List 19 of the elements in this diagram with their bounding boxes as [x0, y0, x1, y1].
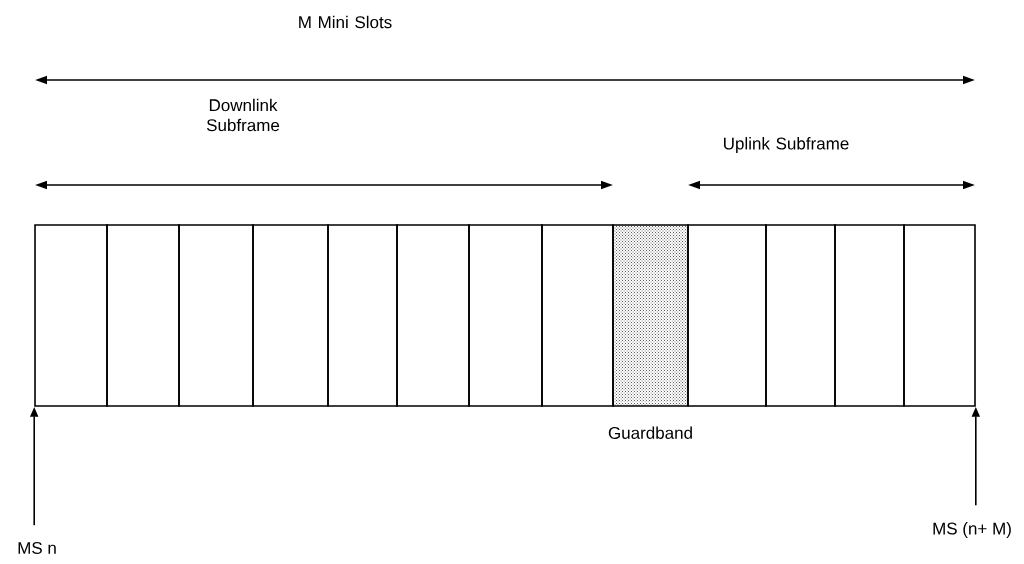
dimension-label: Uplink Subframe: [724, 137, 849, 153]
slot-box: [903, 224, 976, 407]
dimension-label: M Mini Slots: [299, 15, 392, 29]
guardband-label: Guardband: [608, 426, 692, 439]
slot-box: [396, 224, 470, 407]
slot-box: [468, 224, 543, 407]
slot-box: [252, 224, 329, 407]
slot-box: [178, 224, 254, 407]
slot-box: [327, 224, 398, 407]
position-label: MS n: [18, 541, 56, 554]
slot-box: [106, 224, 180, 407]
slot-box: [765, 224, 836, 407]
slot-box: [541, 224, 614, 407]
position-label: MS (n+ M): [933, 522, 1011, 538]
slot-box: [612, 224, 689, 407]
dimension-label: Downlink Subframe: [206, 98, 280, 132]
slot-box: [34, 224, 108, 407]
slot-box: [834, 224, 905, 407]
slot-box: [687, 224, 767, 407]
